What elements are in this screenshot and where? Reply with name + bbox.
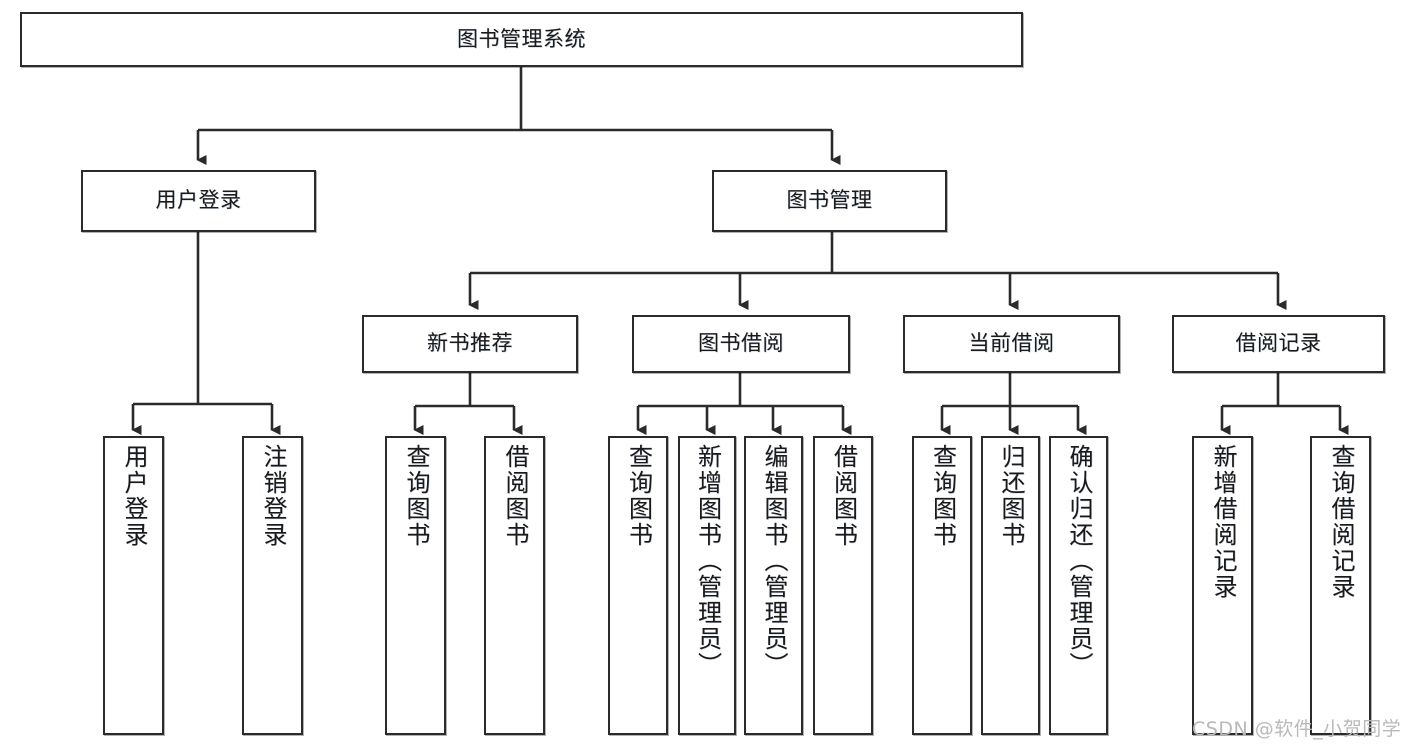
node-label: 新书推荐 (427, 331, 513, 356)
node-label: 查询图书 (928, 444, 957, 548)
node-current-borrow[interactable]: 当前借阅 (903, 315, 1120, 373)
node-book-borrow[interactable]: 图书借阅 (632, 315, 850, 373)
leaf-record-add-record[interactable]: 新增借阅记录 (1192, 436, 1253, 735)
node-user-login[interactable]: 用户登录 (81, 170, 316, 232)
node-label: 查询图书 (401, 444, 430, 548)
node-label: 确认归还（管理员） (1064, 444, 1093, 678)
node-label: 新增借阅记录 (1208, 444, 1237, 600)
node-label: 借阅记录 (1235, 331, 1322, 356)
node-root-system[interactable]: 图书管理系统 (20, 12, 1023, 67)
node-label: 新增图书（管理员） (693, 444, 722, 678)
node-label: 图书借阅 (698, 331, 784, 356)
watermark-text: CSDN @软件_小贺同学 (1192, 718, 1402, 740)
leaf-user-login-login[interactable]: 用户登录 (103, 436, 164, 735)
leaf-borrow-add-book-admin[interactable]: 新增图书（管理员） (678, 436, 736, 735)
node-new-book-recommend[interactable]: 新书推荐 (362, 315, 578, 373)
leaf-current-return-book[interactable]: 归还图书 (981, 436, 1040, 735)
node-label: 用户登录 (119, 444, 148, 548)
node-label: 编辑图书（管理员） (759, 444, 788, 678)
node-book-management[interactable]: 图书管理 (712, 170, 947, 232)
node-borrow-record[interactable]: 借阅记录 (1172, 315, 1385, 373)
leaf-current-query-book[interactable]: 查询图书 (912, 436, 972, 735)
node-label: 借阅图书 (829, 444, 858, 548)
leaf-user-login-logout[interactable]: 注销登录 (242, 436, 303, 735)
node-label: 用户登录 (155, 188, 242, 213)
leaf-borrow-edit-book-admin[interactable]: 编辑图书（管理员） (744, 436, 803, 735)
node-label: 注销登录 (258, 444, 287, 548)
leaf-recommend-query-book[interactable]: 查询图书 (385, 436, 446, 735)
node-label: 归还图书 (996, 444, 1025, 548)
leaf-borrow-borrow-book[interactable]: 借阅图书 (813, 436, 873, 735)
leaf-borrow-query-book[interactable]: 查询图书 (608, 436, 668, 735)
node-label: 借阅图书 (500, 444, 529, 548)
node-label: 图书管理 (786, 188, 873, 213)
node-label: 查询借阅记录 (1326, 444, 1355, 600)
leaf-record-query-record[interactable]: 查询借阅记录 (1310, 436, 1371, 735)
node-label: 当前借阅 (968, 331, 1055, 356)
node-label: 查询图书 (624, 444, 653, 548)
leaf-recommend-borrow-book[interactable]: 借阅图书 (484, 436, 545, 735)
leaf-current-confirm-return-admin[interactable]: 确认归还（管理员） (1049, 436, 1108, 735)
node-label: 图书管理系统 (457, 26, 586, 51)
